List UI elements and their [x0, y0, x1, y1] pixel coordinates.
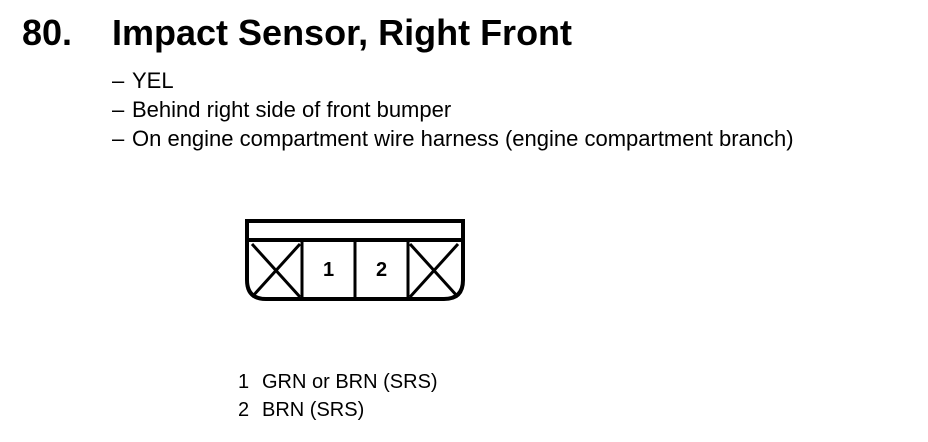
pinout-row: 2 BRN (SRS): [238, 396, 438, 424]
detail-text: YEL: [132, 68, 174, 93]
detail-dash: –: [112, 126, 125, 151]
detail-dash: –: [112, 68, 125, 93]
section-number: 80.: [22, 12, 73, 53]
section-title: Impact Sensor, Right Front: [112, 12, 573, 53]
pin-wire: GRN or BRN (SRS): [262, 371, 438, 393]
pin-number: 1: [238, 371, 250, 393]
pin-number: 2: [238, 399, 250, 421]
section-heading: 80. Impact Sensor, Right Front: [22, 12, 572, 56]
detail-color: –YEL: [112, 66, 794, 95]
cavity-label: 1: [323, 259, 334, 281]
component-details: –YEL –Behind right side of front bumper …: [112, 66, 794, 153]
cavity-label: 2: [376, 259, 387, 281]
pinout-row: 1 GRN or BRN (SRS): [238, 368, 438, 396]
detail-location: –Behind right side of front bumper: [112, 95, 794, 124]
pin-wire: BRN (SRS): [262, 399, 365, 421]
detail-dash: –: [112, 97, 125, 122]
empty-cavity-x-icon: [250, 242, 302, 299]
connector-face-diagram: 1 2: [245, 219, 465, 301]
detail-harness: –On engine compartment wire harness (eng…: [112, 124, 794, 153]
detail-text: Behind right side of front bumper: [132, 97, 452, 122]
detail-text: On engine compartment wire harness (engi…: [132, 126, 794, 151]
pinout-legend: 1 GRN or BRN (SRS) 2 BRN (SRS): [238, 368, 438, 424]
empty-cavity-x-icon: [408, 242, 460, 299]
